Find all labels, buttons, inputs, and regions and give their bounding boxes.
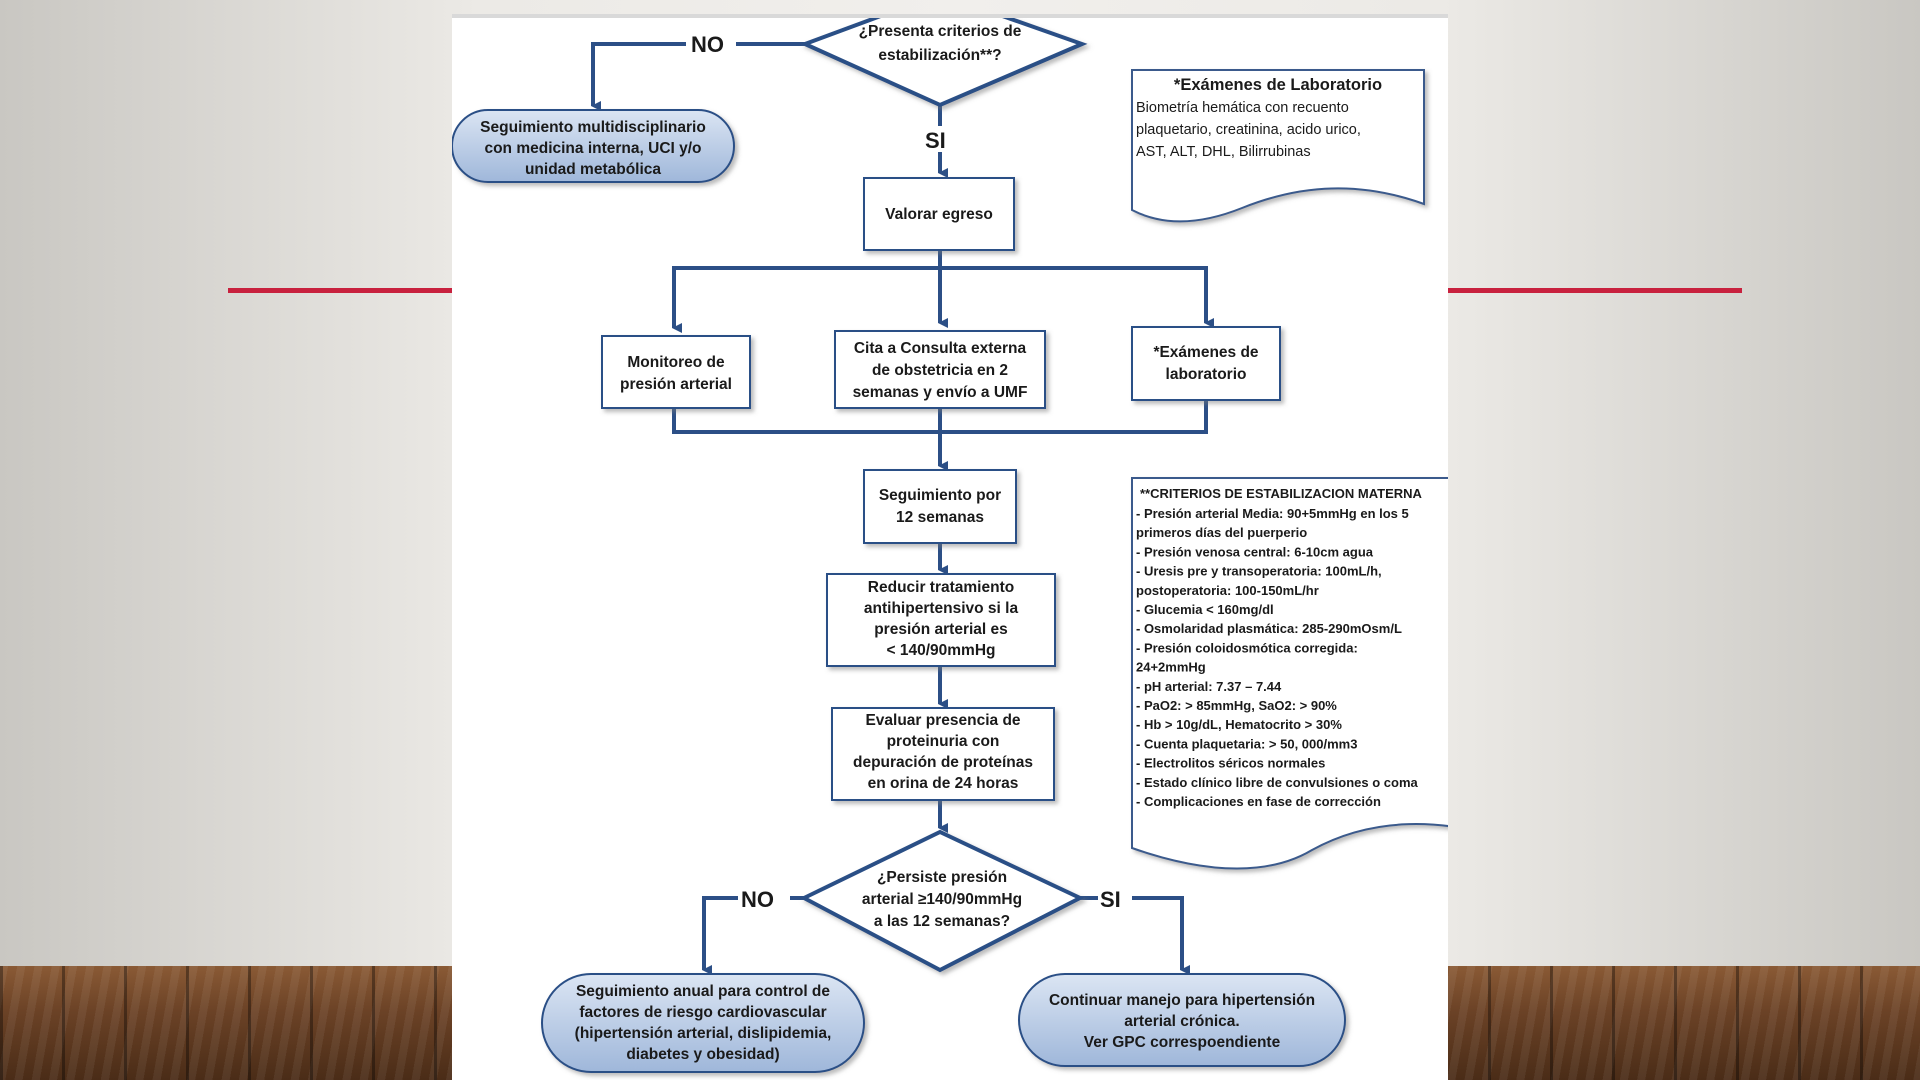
lab-exams-note: *Exámenes de Laboratorio Biometría hemát…: [1131, 69, 1425, 223]
svg-text:Evaluar presencia de: Evaluar presencia de: [865, 712, 1020, 729]
svg-text:Cita a Consulta externa: Cita a Consulta externa: [854, 340, 1027, 357]
svg-text:arterial crónica.: arterial crónica.: [1124, 1013, 1239, 1030]
svg-text:¿Persiste presión: ¿Persiste presión: [877, 869, 1007, 886]
criteria-line: - Glucemia < 160mg/dl: [1136, 602, 1274, 617]
criteria-line: - Cuenta plaquetaria: > 50, 000/mm3: [1136, 736, 1357, 751]
svg-text:laboratorio: laboratorio: [1166, 366, 1247, 383]
criteria-line: - pH arterial: 7.37 – 7.44: [1136, 679, 1282, 694]
paper-top-edge: [452, 14, 1448, 19]
svg-text:Biometría hemática con recuent: Biometría hemática con recuento: [1136, 100, 1349, 116]
svg-text:Monitoreo de: Monitoreo de: [627, 354, 725, 371]
box-seguimiento-12: Seguimiento por 12 semanas: [863, 469, 1017, 544]
decision-bottom: ¿Persiste presión arterial ≥140/90mmHg a…: [799, 829, 1085, 973]
criteria-line: - PaO2: > 85mmHg, SaO2: > 90%: [1136, 698, 1337, 713]
terminal-seguimiento-anual: Seguimiento anual para control de factor…: [541, 973, 865, 1073]
svg-text:Continuar manejo para hiperten: Continuar manejo para hipertensión: [1049, 992, 1315, 1009]
svg-text:*Exámenes de: *Exámenes de: [1153, 344, 1258, 361]
svg-text:*Exámenes de Laboratorio: *Exámenes de Laboratorio: [1174, 76, 1382, 94]
left-accent-line: [228, 288, 454, 293]
label-si-top: SI: [925, 128, 946, 153]
box-cita-consulta: Cita a Consulta externa de obstetricia e…: [834, 330, 1046, 409]
svg-text:Ver GPC correspoendiente: Ver GPC correspoendiente: [1084, 1034, 1281, 1051]
svg-text:plaquetario, creatinina, acido: plaquetario, creatinina, acido urico,: [1136, 122, 1361, 138]
svg-text:proteinuria con: proteinuria con: [887, 733, 1000, 750]
criteria-line: - Presión venosa central: 6-10cm agua: [1136, 544, 1374, 559]
branch-line: [672, 266, 1208, 328]
svg-text:**CRITERIOS DE ESTABILIZACION: **CRITERIOS DE ESTABILIZACION MATERNA: [1140, 486, 1423, 501]
svg-text:en orina de 24 horas: en orina de 24 horas: [868, 775, 1019, 792]
criteria-line: - Estado clínico libre de convulsiones o…: [1136, 775, 1419, 790]
criteria-line: postoperatoria: 100-150mL/hr: [1136, 583, 1319, 598]
criteria-line: primeros días del puerperio: [1136, 525, 1307, 540]
connectors: [591, 42, 1214, 975]
stabilization-criteria-note: **CRITERIOS DE ESTABILIZACION MATERNA - …: [1131, 477, 1448, 870]
criteria-line: - Presión arterial Media: 90+5mmHg en lo…: [1136, 506, 1409, 521]
svg-text:factores de riesgo cardiovascu: factores de riesgo cardiovascular: [579, 1004, 826, 1021]
svg-text:depuración de proteínas: depuración de proteínas: [853, 754, 1033, 771]
svg-text:a las 12 semanas?: a las 12 semanas?: [874, 913, 1010, 930]
svg-text:unidad metabólica: unidad metabólica: [525, 161, 661, 178]
label-no-top: NO: [691, 32, 724, 57]
svg-text:(hipertensión arterial, dislip: (hipertensión arterial, dislipidemia,: [575, 1025, 832, 1042]
svg-text:diabetes y obesidad): diabetes y obesidad): [626, 1046, 779, 1063]
svg-text:AST, ALT, DHL, Bilirrubinas: AST, ALT, DHL, Bilirrubinas: [1136, 144, 1311, 160]
svg-text:Reducir tratamiento: Reducir tratamiento: [868, 579, 1014, 596]
terminal-continuar-manejo: Continuar manejo para hipertensión arter…: [1018, 973, 1346, 1067]
svg-text:estabilización**?: estabilización**?: [878, 47, 1001, 64]
svg-text:¿Presenta criterios de: ¿Presenta criterios de: [859, 23, 1022, 40]
box-examenes: *Exámenes de laboratorio: [1131, 326, 1281, 401]
criteria-line: 24+2mmHg: [1136, 660, 1206, 675]
flowchart-image: ¿Presenta criterios de estabilización**?…: [452, 18, 1448, 1080]
decision-top: ¿Presenta criterios de estabilización**?: [799, 18, 1088, 108]
criteria-line: - Complicaciones en fase de corrección: [1136, 794, 1381, 809]
followup-multidisciplinary: Seguimiento multidisciplinario con medic…: [452, 109, 735, 183]
criteria-line: - Electrolitos séricos normales: [1136, 756, 1325, 771]
right-accent-line: [1448, 288, 1742, 293]
svg-text:Seguimiento anual para control: Seguimiento anual para control de: [576, 983, 830, 1000]
svg-text:presión arterial es: presión arterial es: [874, 621, 1008, 638]
svg-text:de obstetricia en 2: de obstetricia en 2: [872, 362, 1008, 379]
label-no-bottom: NO: [741, 887, 774, 912]
criteria-line: - Presión coloidosmótica corregida:: [1136, 640, 1358, 655]
box-evaluar-proteinuria: Evaluar presencia de proteinuria con dep…: [831, 707, 1055, 801]
criteria-line: - Osmolaridad plasmática: 285-290mOsm/L: [1136, 621, 1402, 636]
svg-text:< 140/90mmHg: < 140/90mmHg: [887, 642, 996, 659]
svg-text:antihipertensivo si la: antihipertensivo si la: [864, 600, 1019, 617]
flowchart-svg: ¿Presenta criterios de estabilización**?…: [452, 18, 1448, 1073]
svg-text:arterial ≥140/90mmHg: arterial ≥140/90mmHg: [862, 891, 1022, 908]
box-valorar-egreso: Valorar egreso: [863, 177, 1015, 251]
svg-text:semanas y envío a UMF: semanas y envío a UMF: [853, 384, 1028, 401]
label-si-bottom: SI: [1100, 887, 1121, 912]
svg-text:Valorar egreso: Valorar egreso: [885, 206, 993, 223]
criteria-line: - Hb > 10g/dL, Hematocrito > 30%: [1136, 717, 1342, 732]
svg-text:presión arterial: presión arterial: [620, 376, 732, 393]
svg-text:Seguimiento por: Seguimiento por: [879, 487, 1001, 504]
box-monitoreo: Monitoreo de presión arterial: [601, 335, 751, 409]
svg-text:con medicina interna, UCI y/o: con medicina interna, UCI y/o: [484, 140, 701, 157]
criteria-line: - Uresis pre y transoperatoria: 100mL/h,: [1136, 564, 1382, 579]
svg-text:Seguimiento multidisciplinario: Seguimiento multidisciplinario: [480, 119, 706, 136]
box-reducir-tratamiento: Reducir tratamiento antihipertensivo si …: [826, 573, 1056, 667]
svg-text:12 semanas: 12 semanas: [896, 509, 984, 526]
